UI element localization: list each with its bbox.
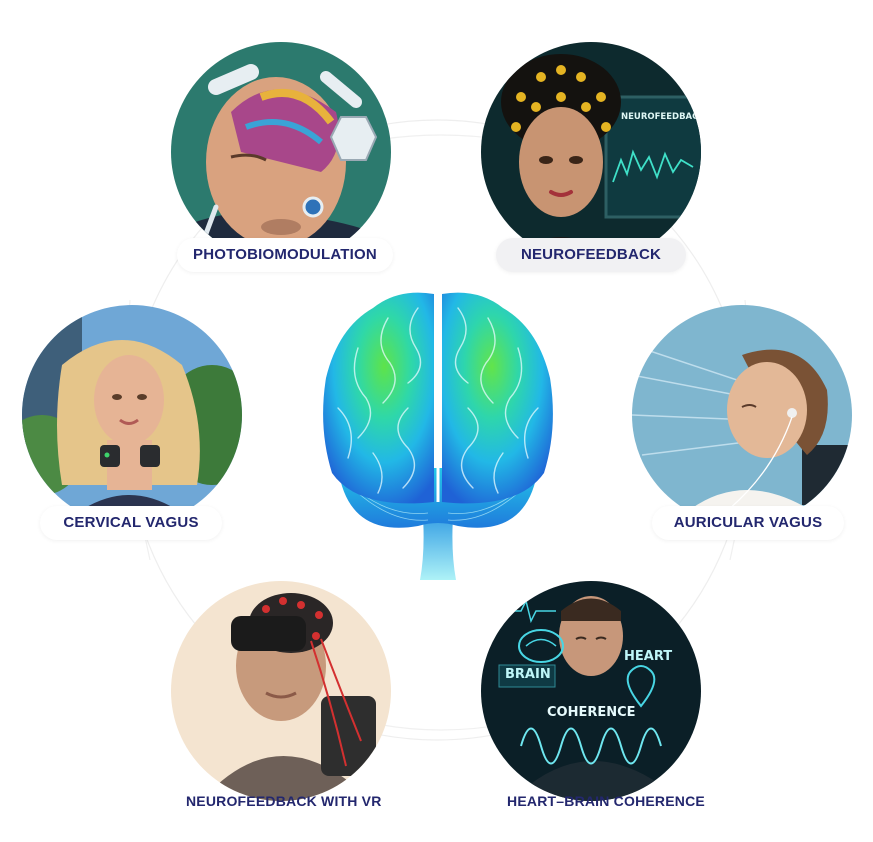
- neurofeedback-vr-label: NEUROFEEDBACK WITH VR: [186, 793, 382, 809]
- heart-brain-image: BRAIN HEART COHERENCE: [481, 581, 701, 801]
- brain-illustration: [323, 292, 553, 580]
- overlay-brain-text: BRAIN: [505, 667, 551, 682]
- neurofeedback-screen-text: NEUROFEEDBACK: [621, 112, 701, 122]
- neurofeedback-label: NEUROFEEDBACK: [496, 238, 686, 272]
- photobiomodulation-image: [171, 42, 391, 262]
- heart-brain-label: HEART–BRAIN COHERENCE: [507, 793, 705, 809]
- neurofeedback-vr-image: [171, 581, 391, 801]
- cervical-vagus-label: CERVICAL VAGUS: [40, 506, 222, 540]
- auricular-vagus-image: [632, 305, 852, 525]
- overlay-coherence-text: COHERENCE: [547, 705, 636, 720]
- overlay-heart-text: HEART: [624, 649, 673, 664]
- photobiomodulation-label: PHOTOBIOMODULATION: [177, 238, 393, 272]
- cervical-vagus-image: [22, 305, 242, 525]
- neurofeedback-image: NEUROFEEDBACK: [481, 42, 701, 262]
- auricular-vagus-label: AURICULAR VAGUS: [652, 506, 844, 540]
